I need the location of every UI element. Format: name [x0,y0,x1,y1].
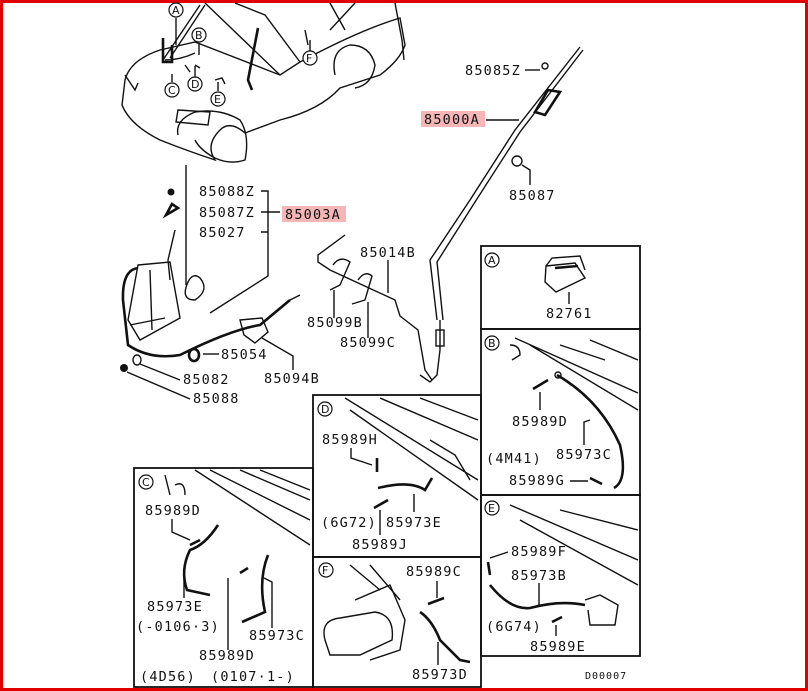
part-85087[interactable]: 85087 [509,188,556,204]
detail-e-letter: E [488,502,495,515]
vehicle-callouts: A B C D E F [164,2,318,107]
callout-e-marker [210,91,226,107]
detail-f-letter: F [322,564,328,577]
highlight-85000A [421,111,485,127]
engine-6G72: (6G72) [321,515,377,531]
callout-b: B [195,29,203,42]
callout-a: A [172,4,180,17]
diagram-code: D00007 [585,671,627,682]
callout-f: F [306,52,312,65]
detail-box-a: A 82761 [480,245,641,330]
detail-box-e: E 85989F 85973B (6G74) 85989E [480,494,641,657]
callout-f-marker [302,50,318,66]
part-85003A[interactable]: 85003A [285,207,341,223]
callout-c-marker [164,82,180,98]
motor-antenna-assembly [120,165,301,372]
part-85054[interactable]: 85054 [221,347,268,363]
detail-box-c: C 85989D 85973E (-0106·3) 85973C 85989D … [133,467,314,688]
feeder-cable: 85014B 85099B 85099C [307,234,433,381]
part-85989G[interactable]: 85989G [509,473,565,489]
detail-box-f: F 85989C 85973D [312,556,482,688]
antenna-assembly [419,46,584,383]
part-85989E[interactable]: 85989E [530,639,586,655]
motor-antenna-labels: 85088Z 85087Z 85027 85003A 85054 85094B … [126,184,346,407]
callout-c: C [168,84,176,97]
part-85094B[interactable]: 85094B [264,371,320,387]
part-85989D-c2[interactable]: 85989D [199,648,255,664]
detail-box-d: D 85989H (6G72) 85973E 85989J [312,394,482,558]
part-85973C-b[interactable]: 85973C [556,447,612,463]
callout-a-marker [168,2,184,18]
part-85989D-c1[interactable]: 85989D [145,503,201,519]
range-0107-1: (0107·1-) [211,669,295,685]
part-85099C[interactable]: 85099C [340,335,396,351]
detail-b-letter: B [488,337,496,350]
part-85989F[interactable]: 85989F [511,544,567,560]
engine-6G74: (6G74) [486,619,542,635]
detail-box-b: B 85989D 85973C (4M41) 85989G [480,328,641,496]
part-85027[interactable]: 85027 [199,225,246,241]
part-85989D-b[interactable]: 85989D [512,414,568,430]
part-85099B[interactable]: 85099B [307,315,363,331]
engine-4M41: (4M41) [486,451,542,467]
part-85973E-c[interactable]: 85973E [147,599,203,615]
part-82761[interactable]: 82761 [546,306,593,322]
callout-d-marker [187,76,203,92]
detail-d-letter: D [321,403,329,416]
part-85088[interactable]: 85088 [193,391,240,407]
part-85989H[interactable]: 85989H [322,432,378,448]
part-85973B[interactable]: 85973B [511,568,567,584]
vehicle-illustration [121,2,406,163]
antenna-labels: 85085Z 85000A 85087 [421,63,556,204]
part-85000A[interactable]: 85000A [424,112,480,128]
callout-e: E [214,93,221,106]
detail-c-letter: C [142,476,150,489]
part-85082[interactable]: 85082 [183,372,230,388]
callout-d: D [191,78,199,91]
part-85989C[interactable]: 85989C [406,564,462,580]
part-85085Z[interactable]: 85085Z [465,63,521,79]
engine-4D56: (4D56) [140,669,196,685]
part-85088Z[interactable]: 85088Z [199,184,255,200]
range-0106-3: (-0106·3) [136,619,220,635]
callout-b-marker [191,27,207,43]
part-85989J[interactable]: 85989J [352,537,408,553]
detail-a-letter: A [488,254,496,267]
part-85014B[interactable]: 85014B [360,245,416,261]
highlight-85003A [282,206,346,222]
part-85973D[interactable]: 85973D [412,667,468,683]
part-85087Z[interactable]: 85087Z [199,205,255,221]
part-85973E-d[interactable]: 85973E [386,515,442,531]
part-85973C-c[interactable]: 85973C [249,628,305,644]
